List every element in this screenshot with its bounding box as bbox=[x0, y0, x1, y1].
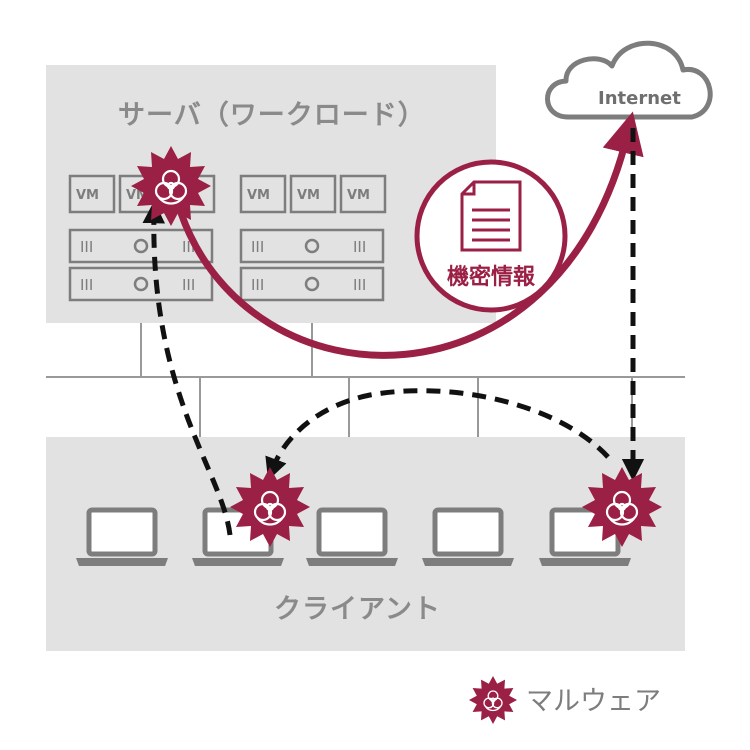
rack-bars: III bbox=[182, 276, 195, 294]
rack-bars: III bbox=[353, 276, 366, 294]
document-label: 機密情報 bbox=[447, 264, 536, 290]
attack-paths bbox=[142, 128, 645, 536]
server-rack-right bbox=[239, 174, 387, 302]
vm-label: VM bbox=[76, 188, 99, 203]
cloud-icon bbox=[545, 40, 713, 120]
exfiltration-arrow bbox=[177, 111, 644, 359]
rack-bars: III bbox=[80, 276, 93, 294]
vm-label: VM bbox=[347, 188, 370, 203]
cloud-label: Internet bbox=[598, 88, 681, 109]
vm-label: VM bbox=[247, 188, 270, 203]
confidential-document: 機密情報 bbox=[414, 159, 568, 313]
network-lines bbox=[46, 323, 685, 437]
biohazard-icon bbox=[468, 675, 518, 725]
rack-bars: III bbox=[251, 238, 264, 256]
dashed-arrow-client-to-server bbox=[142, 200, 233, 536]
legend: マルウェア bbox=[468, 675, 661, 725]
rack-bars: III bbox=[251, 276, 264, 294]
rack-bars: III bbox=[80, 238, 93, 256]
vm-label: VM bbox=[297, 188, 320, 203]
legend-label: マルウェア bbox=[526, 686, 661, 717]
dashed-arrow-client-to-client bbox=[265, 388, 610, 481]
server-rack-left bbox=[68, 174, 216, 302]
client-zone-title: クライアント bbox=[274, 594, 441, 625]
rack-bars: III bbox=[353, 238, 366, 256]
server-zone-title: サーバ（ワークロード） bbox=[118, 100, 426, 131]
document-icon bbox=[460, 180, 522, 252]
